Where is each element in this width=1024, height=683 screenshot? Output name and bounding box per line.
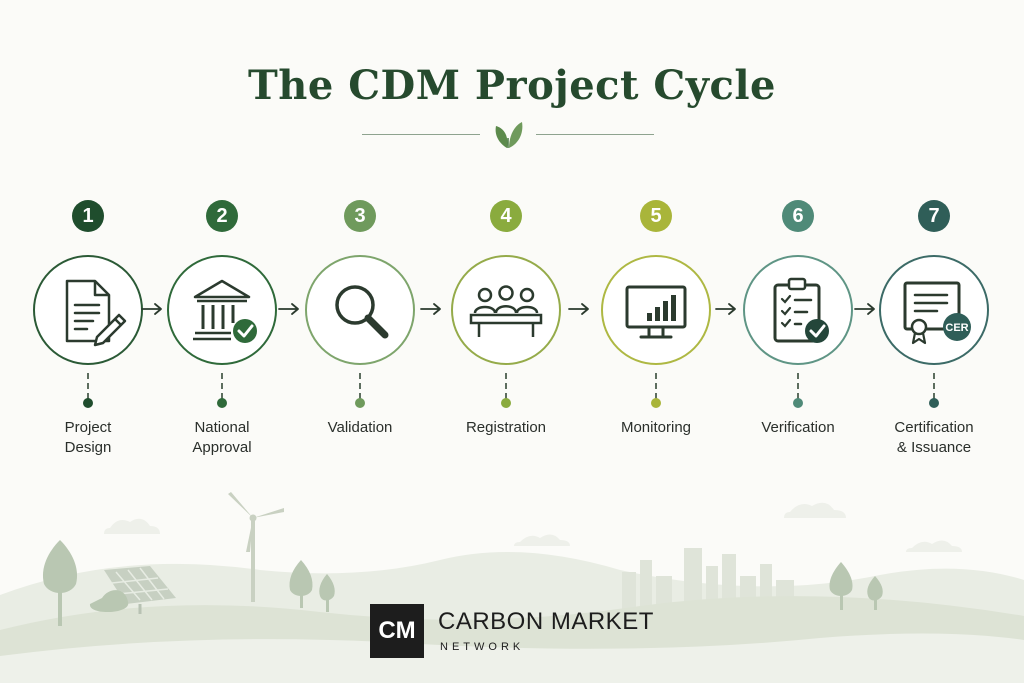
step-validation: 3 Validation: [300, 0, 420, 480]
clipboard-check-icon: [773, 277, 829, 343]
step-number-badge: 5: [640, 200, 672, 232]
step-dot: [651, 398, 661, 408]
title-divider-right: [536, 134, 654, 135]
step-connector: [505, 373, 507, 399]
page-title: The CDM Project Cycle: [247, 62, 777, 109]
board-meeting-icon: [469, 285, 543, 337]
step-connector: [797, 373, 799, 399]
step-project-design: 1 Project Design: [28, 0, 148, 480]
step-label-line: Verification: [761, 419, 835, 436]
step-connector: [221, 373, 223, 399]
step-label-line: National: [194, 419, 250, 436]
document-pen-icon: [65, 279, 127, 347]
step-connector: [933, 373, 935, 399]
step-label: Verification: [728, 418, 868, 438]
step-registration: 4 Registration: [446, 0, 566, 480]
brand-mark: CM: [370, 604, 424, 658]
step-label: Project Design: [18, 418, 158, 458]
flow-arrow-icon: [715, 303, 736, 315]
step-national-approval: 2 National Approval: [162, 0, 282, 480]
step-label: National Approval: [152, 418, 292, 458]
step-number-badge: 7: [918, 200, 950, 232]
step-label-line: Registration: [465, 419, 547, 436]
project-cycle-steps: 1 Project Design 2: [28, 0, 994, 480]
certificate-cer-icon: CER: [903, 281, 971, 345]
step-label: Monitoring: [586, 418, 726, 438]
step-number-badge: 2: [206, 200, 238, 232]
magnifier-icon: [335, 285, 389, 339]
flow-arrow-icon: [854, 303, 875, 315]
step-label: Certification & Issuance: [864, 418, 1004, 458]
step-dot: [355, 398, 365, 408]
step-number-badge: 4: [490, 200, 522, 232]
step-monitoring: 5 Monitoring: [596, 0, 716, 480]
step-icon-circle: [451, 255, 561, 365]
step-verification: 6 Verification: [738, 0, 858, 480]
step-label-line: Certification: [894, 419, 974, 436]
step-number-badge: 6: [782, 200, 814, 232]
step-icon-circle: [743, 255, 853, 365]
step-icon-circle: [305, 255, 415, 365]
step-number-badge: 1: [72, 200, 104, 232]
flow-arrow-icon: [420, 303, 441, 315]
step-label: Validation: [290, 418, 430, 438]
step-dot: [501, 398, 511, 408]
step-label-line: Validation: [327, 419, 393, 436]
leaf-icon: [495, 122, 523, 148]
step-connector: [87, 373, 89, 399]
cer-badge-text: CER: [945, 322, 968, 334]
government-building-check-icon: [193, 279, 257, 343]
flow-arrow-icon: [568, 303, 589, 315]
step-dot: [217, 398, 227, 408]
brand-name: CARBON MARKET: [438, 608, 654, 635]
flow-arrow-icon: [278, 303, 299, 315]
step-dot: [929, 398, 939, 408]
step-label-line: Project: [64, 419, 112, 436]
step-icon-circle: [601, 255, 711, 365]
landscape-illustration: [0, 492, 1024, 683]
step-label-line: Design: [64, 439, 112, 456]
step-label-line: & Issuance: [896, 439, 972, 456]
step-label: Registration: [436, 418, 576, 438]
step-connector: [655, 373, 657, 399]
step-label-line: Monitoring: [620, 419, 692, 436]
flow-arrow-icon: [141, 303, 162, 315]
monitor-chart-icon: [625, 285, 687, 339]
step-icon-circle: [167, 255, 277, 365]
step-dot: [83, 398, 93, 408]
step-connector: [359, 373, 361, 399]
step-dot: [793, 398, 803, 408]
step-certification-issuance: 7 CER Certification & Issuance: [874, 0, 994, 480]
step-icon-circle: CER: [879, 255, 989, 365]
step-label-line: Approval: [192, 439, 252, 456]
step-icon-circle: [33, 255, 143, 365]
brand-subtitle: NETWORK: [440, 641, 525, 653]
title-divider-left: [362, 134, 480, 135]
step-number-badge: 3: [344, 200, 376, 232]
